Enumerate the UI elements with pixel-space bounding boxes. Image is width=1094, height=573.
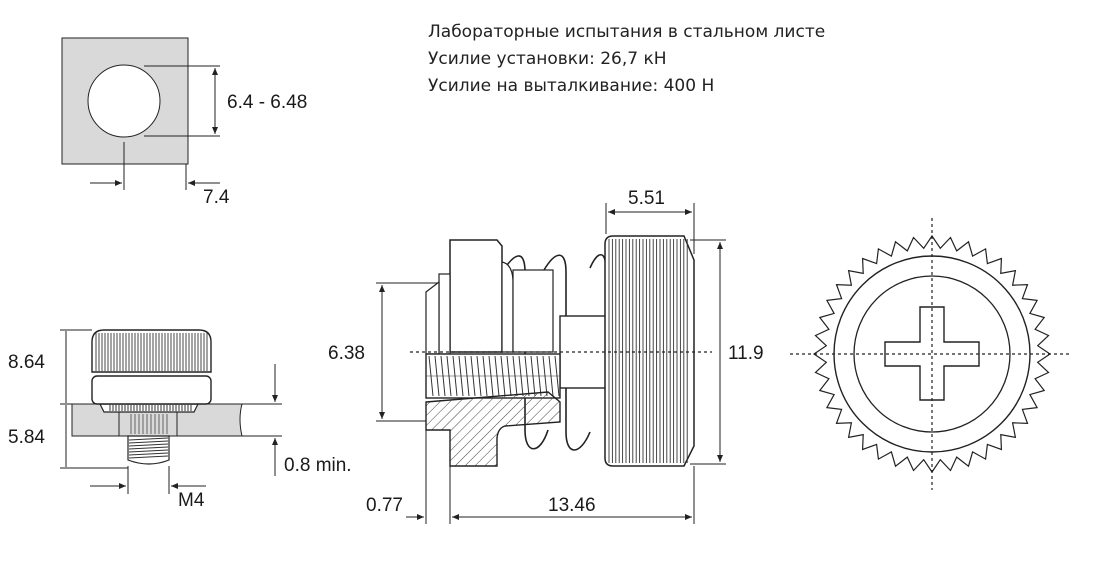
hole-edge-label: 7.4 [203,187,230,208]
protrusion-label: 5.84 [8,427,45,448]
test-specs: Лабораторные испытания в стальном листе … [428,19,825,100]
shank-diameter-label: 6.38 [328,343,365,364]
front-view [790,218,1072,490]
thread-label: M4 [178,490,205,511]
knob-length-label: 5.51 [628,188,665,209]
hole-diameter-label: 6.4 - 6.48 [227,92,307,113]
offset-label: 0.77 [366,495,403,516]
mounting-hole-view: 6.4 - 6.48 7.4 [61,37,307,208]
mounting-hole [87,64,161,138]
phillips-recess [884,306,980,401]
section-hatch [425,391,561,467]
head-height-label: 8.64 [8,352,45,373]
head-diameter-label: 11.9 [728,343,764,364]
side-view: 5.51 6.38 11.9 0.77 13.46 [328,188,764,524]
overall-length-label: 13.46 [548,495,596,516]
min-sheet-label: 0.8 min. [284,455,352,476]
spec-pushout-force: Усилие на выталкивание: 400 Н [428,76,715,96]
spec-lab-tests: Лабораторные испытания в стальном листе [428,22,826,42]
installed-view: 8.64 5.84 0.8 min. M4 [8,329,352,511]
spec-install-force: Усилие установки: 26,7 кН [428,49,667,69]
